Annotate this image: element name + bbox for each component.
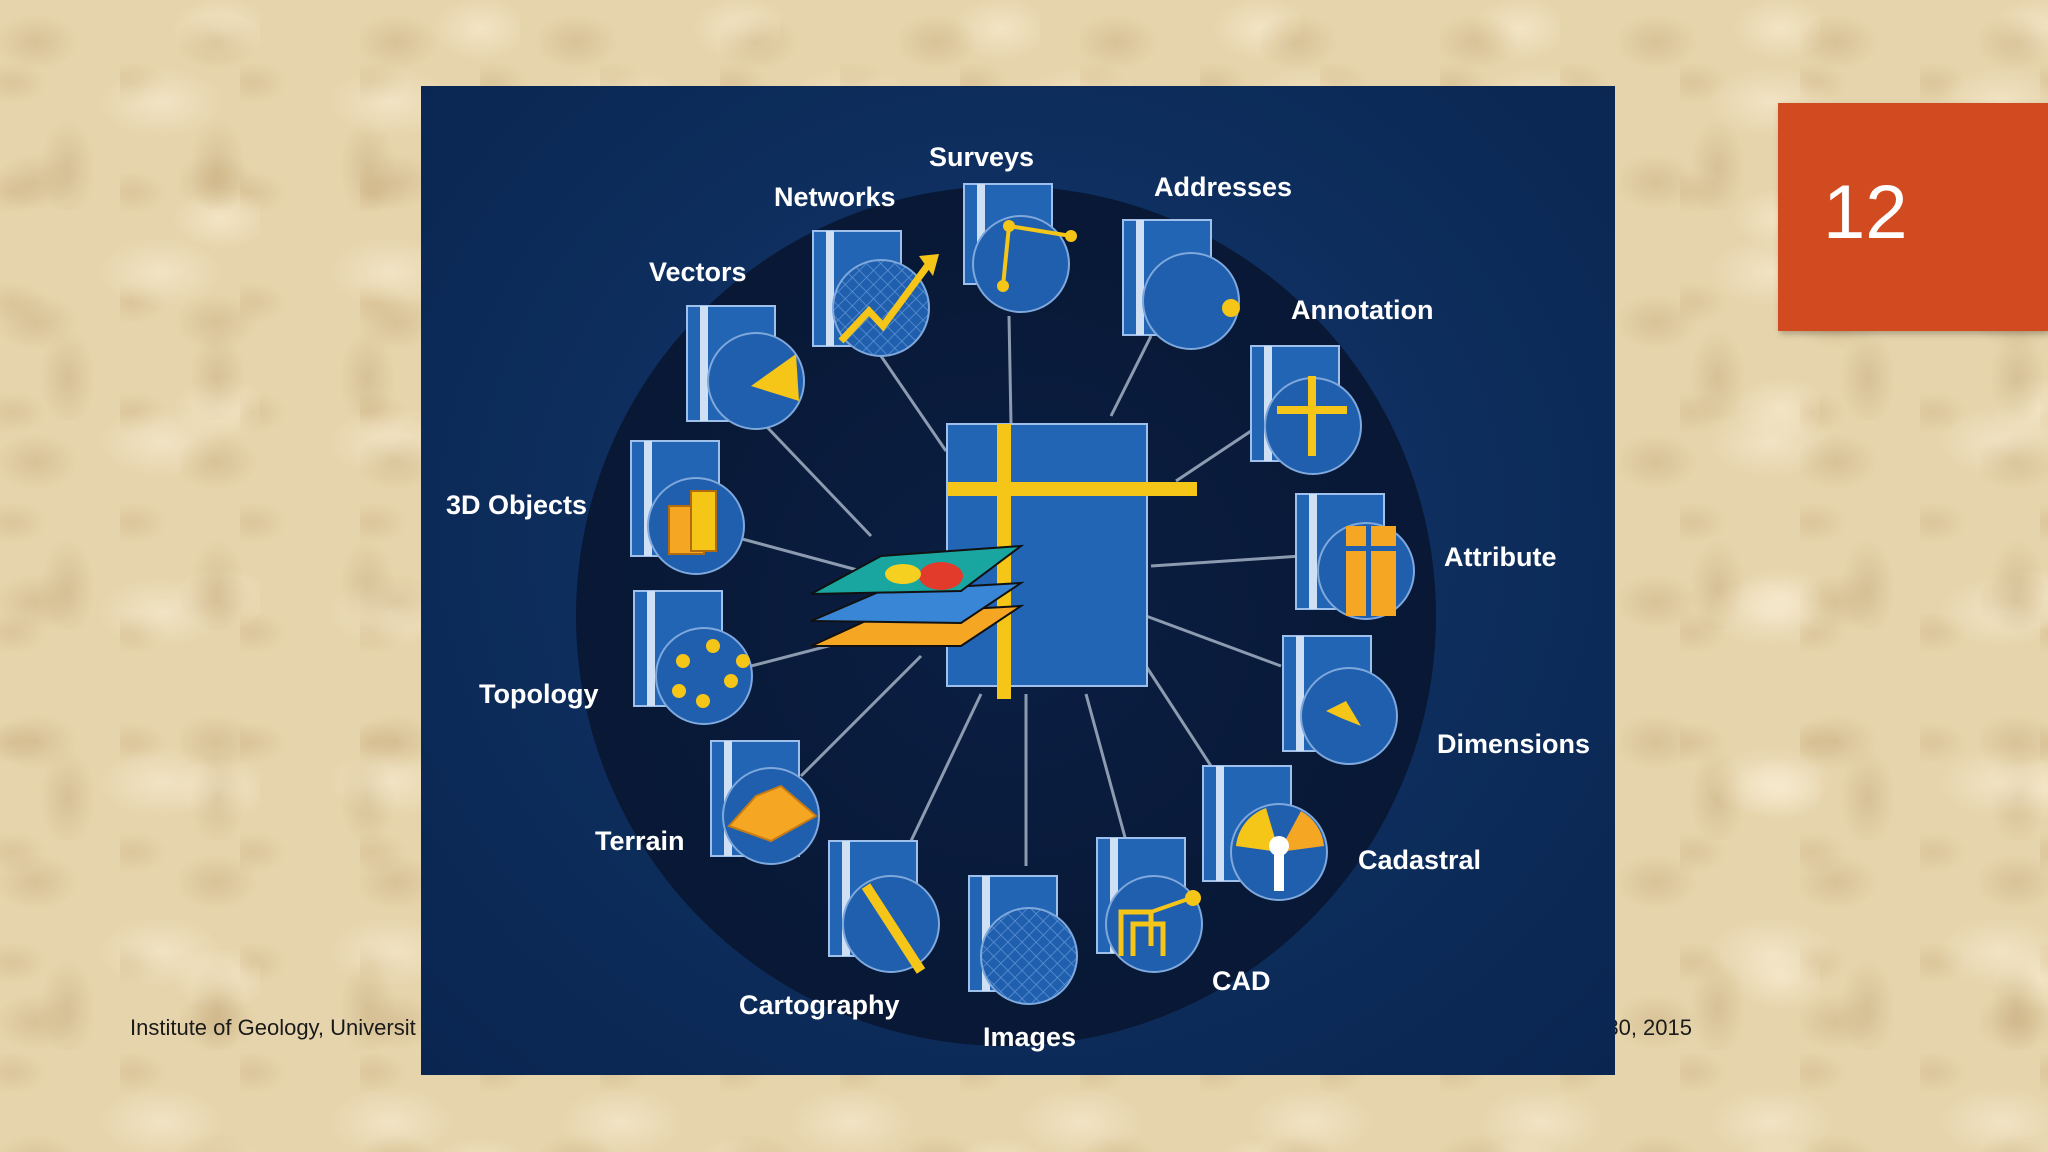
networks-icon [812, 230, 939, 357]
node-label-annotation: Annotation [1291, 295, 1433, 325]
images-icon [968, 875, 1078, 1005]
topology-icon [633, 590, 753, 725]
footer-left-text: Institute of Geology, Universit [130, 1015, 416, 1040]
vectors-icon [686, 305, 805, 430]
node-label-topology: Topology [479, 679, 598, 709]
dimensions-icon [1282, 635, 1398, 765]
terrain-icon [710, 740, 820, 865]
node-label-networks: Networks [774, 182, 896, 212]
node-label-vectors: Vectors [649, 257, 747, 287]
node-label-surveys: Surveys [929, 142, 1034, 172]
node-labels: SurveysAddressesAnnotationAttributeDimen… [446, 142, 1590, 1052]
node-label-addresses: Addresses [1154, 172, 1292, 202]
cadastral-icon [1202, 765, 1328, 901]
slide-number-box: 12 [1778, 103, 2048, 331]
node-label-images: Images [983, 1022, 1076, 1052]
annotation-icon [1250, 345, 1362, 475]
node-label-3d-objects: 3D Objects [446, 490, 587, 520]
attribute-icon [1295, 493, 1415, 620]
cartography-icon [828, 840, 940, 974]
node-label-cadastral: Cadastral [1358, 845, 1481, 875]
node-label-dimensions: Dimensions [1437, 729, 1590, 759]
diagram-svg: SurveysAddressesAnnotationAttributeDimen… [446, 142, 1590, 1052]
survey-icon [963, 183, 1077, 313]
address-icon [1122, 219, 1240, 350]
node-label-attribute: Attribute [1444, 542, 1556, 572]
geodatabase-layers-icon [810, 423, 1197, 699]
slide-number: 12 [1823, 170, 1908, 255]
3d-objects-icon [630, 440, 745, 575]
node-label-terrain: Terrain [595, 826, 685, 856]
node-label-cartography: Cartography [739, 990, 900, 1020]
spokes [730, 315, 1302, 866]
node-label-cad: CAD [1212, 966, 1271, 996]
cad-icon [1096, 837, 1203, 973]
